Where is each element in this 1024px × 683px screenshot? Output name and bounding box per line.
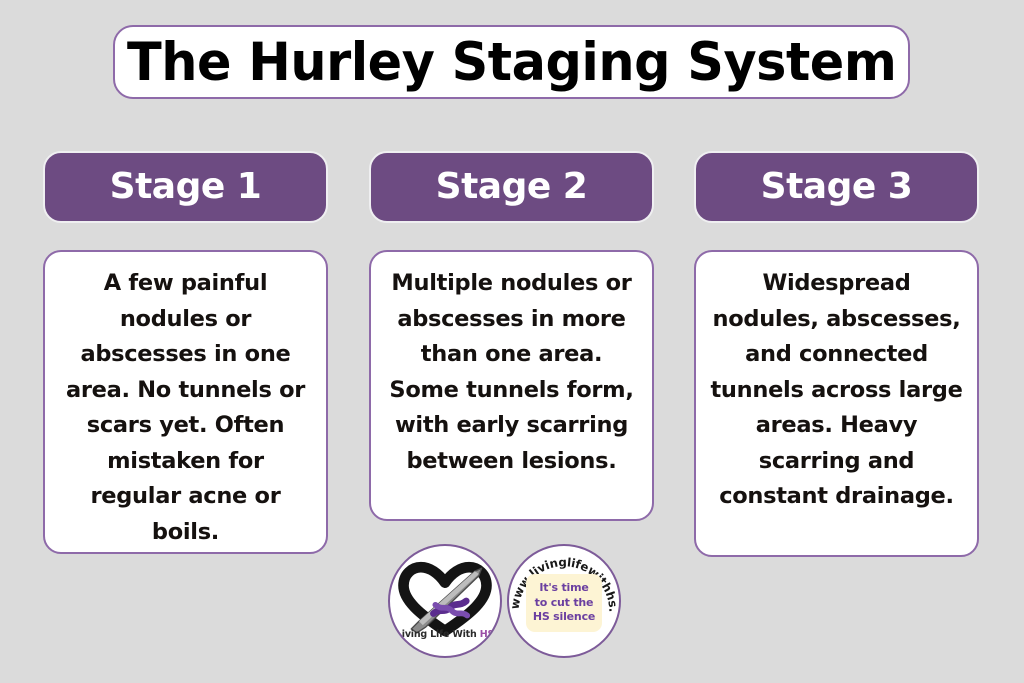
stage-card-1: A few painful nodules or abscesses in on… — [43, 250, 328, 554]
slogan-line-2: to cut the — [534, 595, 594, 609]
stage-header-label-3: Stage 3 — [760, 166, 913, 207]
stage-header-2: Stage 2 — [369, 151, 654, 223]
slogan-line-1: It's time — [539, 580, 589, 594]
stage-body-1: A few painful nodules or abscesses in on… — [65, 270, 306, 545]
stage-header-1: Stage 1 — [43, 151, 328, 223]
stage-card-3: Widespread nodules, abscesses, and conne… — [694, 250, 979, 557]
stage-column-3: Stage 3 Widespread nodules, abscesses, a… — [694, 151, 979, 557]
slogan-line-3: HS silence — [532, 610, 596, 624]
stage-column-2: Stage 2 Multiple nodules or abscesses in… — [369, 151, 654, 521]
living-life-with-hs-logo[interactable]: Living Life With HS — [388, 544, 502, 658]
logo-row: Living Life With HS Visit: www.livinglif… — [388, 544, 638, 666]
stage-column-1: Stage 1 A few painful nodules or abscess… — [43, 151, 328, 554]
heart-with-scalpel-and-ribbon-icon — [398, 561, 492, 637]
stage-body-2: Multiple nodules or abscesses in more th… — [389, 270, 634, 474]
stage-card-2: Multiple nodules or abscesses in more th… — [369, 250, 654, 521]
website-badge[interactable]: Visit: www.livinglifewithhs.co.uk It's t… — [507, 544, 621, 658]
stages-container: Stage 1 A few painful nodules or abscess… — [0, 151, 1024, 571]
page-title-box: The Hurley Staging System — [113, 25, 910, 99]
slogan-box: It's time to cut the HS silence — [526, 574, 602, 632]
stage-header-label-1: Stage 1 — [109, 166, 262, 207]
logo-wordmark-accent: HS — [479, 629, 495, 640]
page-title: The Hurley Staging System — [126, 31, 897, 93]
stage-header-label-2: Stage 2 — [435, 166, 588, 207]
stage-header-3: Stage 3 — [694, 151, 979, 223]
logo-wordmark: Living Life With HS — [390, 629, 500, 640]
stage-body-3: Widespread nodules, abscesses, and conne… — [710, 270, 963, 510]
logo-wordmark-primary: Living Life With — [395, 629, 477, 640]
